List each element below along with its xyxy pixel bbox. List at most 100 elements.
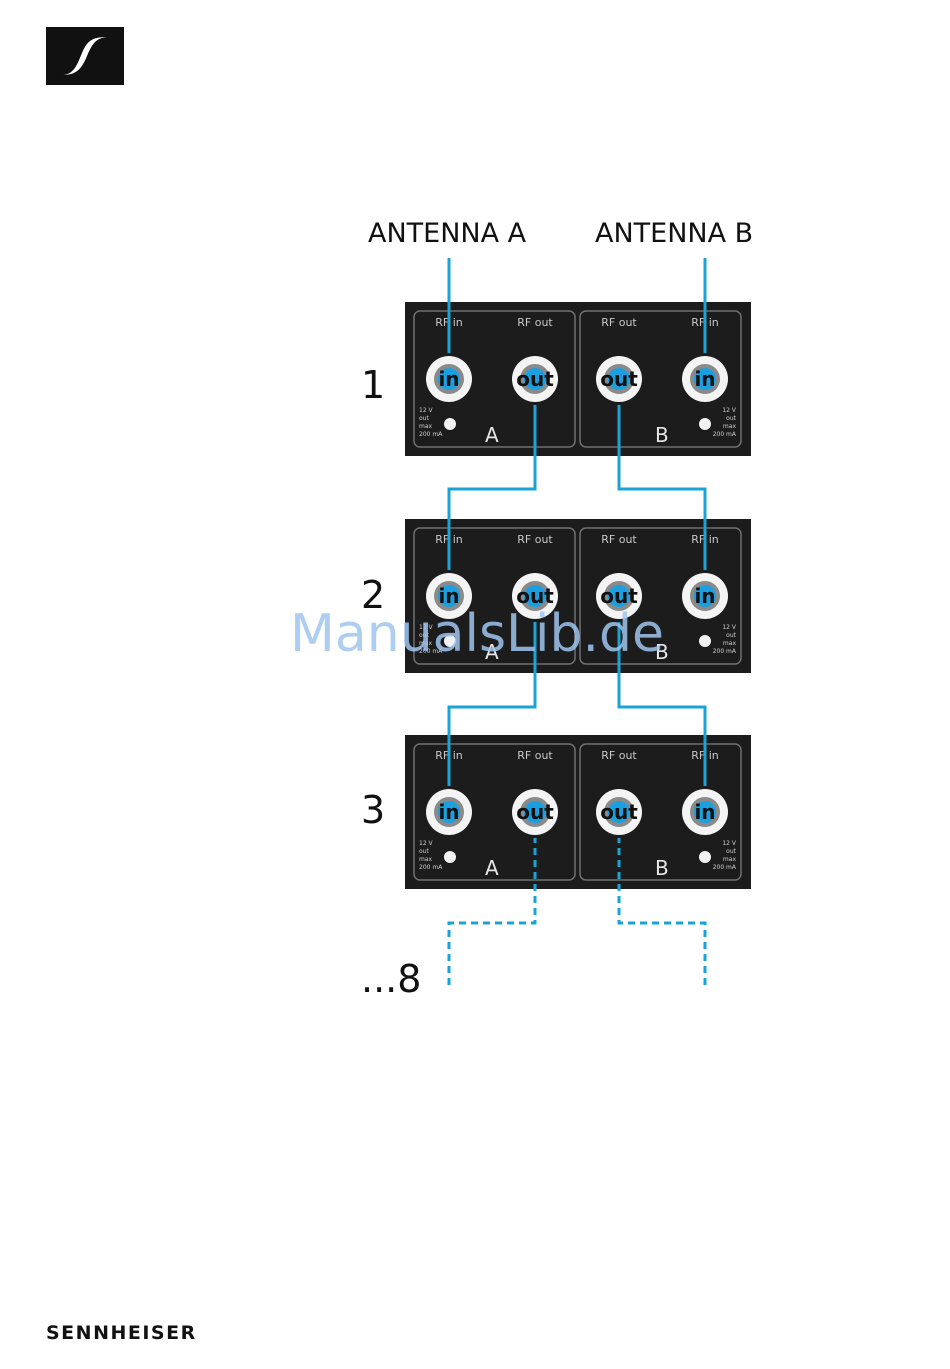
rf-in-connector-a-1[interactable]: in: [423, 353, 475, 405]
rf-in-connector-b-3[interactable]: in: [679, 786, 731, 838]
power-led-a: [444, 418, 456, 430]
power-label-b: 200 mA: [713, 864, 737, 871]
power-label-a: out: [419, 632, 429, 639]
power-label-a: 200 mA: [419, 648, 443, 655]
power-label-b: 200 mA: [713, 648, 737, 655]
connector-pin: [694, 801, 716, 823]
rf-in-connector-b-1[interactable]: in: [679, 353, 731, 405]
power-label-a: out: [419, 848, 429, 855]
cable-b-2-to-3: [617, 595, 707, 811]
rf-out-label-b: RF out: [601, 316, 637, 329]
power-label-b: max: [723, 856, 737, 863]
cable-a-1-to-2: [447, 380, 537, 595]
power-label-b: max: [723, 640, 737, 647]
connector-pin: [694, 368, 716, 390]
connector-label: in: [694, 800, 715, 824]
power-led-b: [699, 851, 711, 863]
section-a-label: A: [485, 640, 499, 664]
connector-label: out: [516, 800, 554, 824]
connector-pin: [438, 801, 460, 823]
power-label-a: max: [419, 423, 433, 430]
power-label-a: max: [419, 640, 433, 647]
rf-out-connector-a-2[interactable]: out: [509, 570, 561, 622]
brand-wordmark: SENNHEISER: [46, 1322, 197, 1344]
antenna-a-label: ANTENNA A: [368, 218, 527, 249]
connector-label: in: [694, 367, 715, 391]
power-label-a: max: [419, 856, 433, 863]
power-label-b: out: [726, 848, 736, 855]
section-a-frame: [413, 310, 576, 448]
connector-pin: [694, 585, 716, 607]
connector-pin: [438, 585, 460, 607]
power-led-a: [444, 635, 456, 647]
power-led-a: [444, 851, 456, 863]
power-label-b: 12 V: [722, 840, 737, 847]
connector-label: out: [600, 800, 638, 824]
section-b-label: B: [655, 423, 669, 447]
cable-a-2-to-3: [447, 595, 537, 811]
rf-out-connector-b-1[interactable]: out: [593, 353, 645, 405]
section-b-label: B: [655, 640, 669, 664]
power-label-b: max: [723, 423, 737, 430]
connector-pin: [524, 368, 546, 390]
power-label-a: out: [419, 415, 429, 422]
power-label-b: out: [726, 415, 736, 422]
rf-out-connector-b-3[interactable]: out: [593, 786, 645, 838]
section-b-frame: [579, 743, 742, 881]
rf-in-connector-a-2[interactable]: in: [423, 570, 475, 622]
power-label-b: 200 mA: [713, 431, 737, 438]
cable-b-continuation: [617, 812, 707, 990]
power-label-a: 200 mA: [419, 431, 443, 438]
connector-label: in: [438, 367, 459, 391]
connector-pin: [524, 585, 546, 607]
connector-pin: [608, 368, 630, 390]
rf-in-connector-a-3[interactable]: in: [423, 786, 475, 838]
connector-pin: [608, 801, 630, 823]
rf-out-label-a: RF out: [517, 316, 553, 329]
connector-label: in: [438, 584, 459, 608]
rf-out-connector-b-2[interactable]: out: [593, 570, 645, 622]
connector-pin: [608, 585, 630, 607]
rf-out-connector-a-3[interactable]: out: [509, 786, 561, 838]
connector-label: in: [438, 800, 459, 824]
section-b-frame: [579, 310, 742, 448]
connector-label: out: [516, 584, 554, 608]
rf-in-connector-b-2[interactable]: in: [679, 570, 731, 622]
section-a-frame: [413, 743, 576, 881]
connector-pin: [438, 368, 460, 390]
section-a-label: A: [485, 856, 499, 880]
rf-out-label-b: RF out: [601, 533, 637, 546]
rf-out-label-a: RF out: [517, 533, 553, 546]
rf-out-label-a: RF out: [517, 749, 553, 762]
power-label-b: out: [726, 632, 736, 639]
unit-number-3: 3: [361, 788, 385, 832]
dashed-cables: [447, 812, 707, 990]
continuation-label: ...8: [361, 957, 421, 1001]
power-label-b: 12 V: [722, 407, 737, 414]
sennheiser-logo-icon: [46, 27, 124, 85]
power-label-b: 12 V: [722, 624, 737, 631]
connectors-layer: in out out in in out out in in out out in: [423, 353, 731, 838]
power-label-a: 200 mA: [419, 864, 443, 871]
watermark-text: ManualsLib.de: [290, 604, 664, 664]
power-label-a: 12 V: [419, 407, 434, 414]
section-b-frame: [579, 527, 742, 665]
connector-pin: [524, 801, 546, 823]
rf-out-connector-a-1[interactable]: out: [509, 353, 561, 405]
power-label-a: 12 V: [419, 624, 434, 631]
antenna-b-label: ANTENNA B: [595, 218, 753, 249]
section-b-label: B: [655, 856, 669, 880]
power-label-a: 12 V: [419, 840, 434, 847]
cable-a-continuation: [447, 812, 537, 990]
unit-number-2: 2: [361, 573, 385, 617]
section-a-frame: [413, 527, 576, 665]
section-a-label: A: [485, 423, 499, 447]
connector-label: out: [600, 584, 638, 608]
connector-label: in: [694, 584, 715, 608]
power-led-b: [699, 635, 711, 647]
connector-label: out: [600, 367, 638, 391]
unit-number-1: 1: [361, 363, 385, 407]
rf-out-label-b: RF out: [601, 749, 637, 762]
power-led-b: [699, 418, 711, 430]
